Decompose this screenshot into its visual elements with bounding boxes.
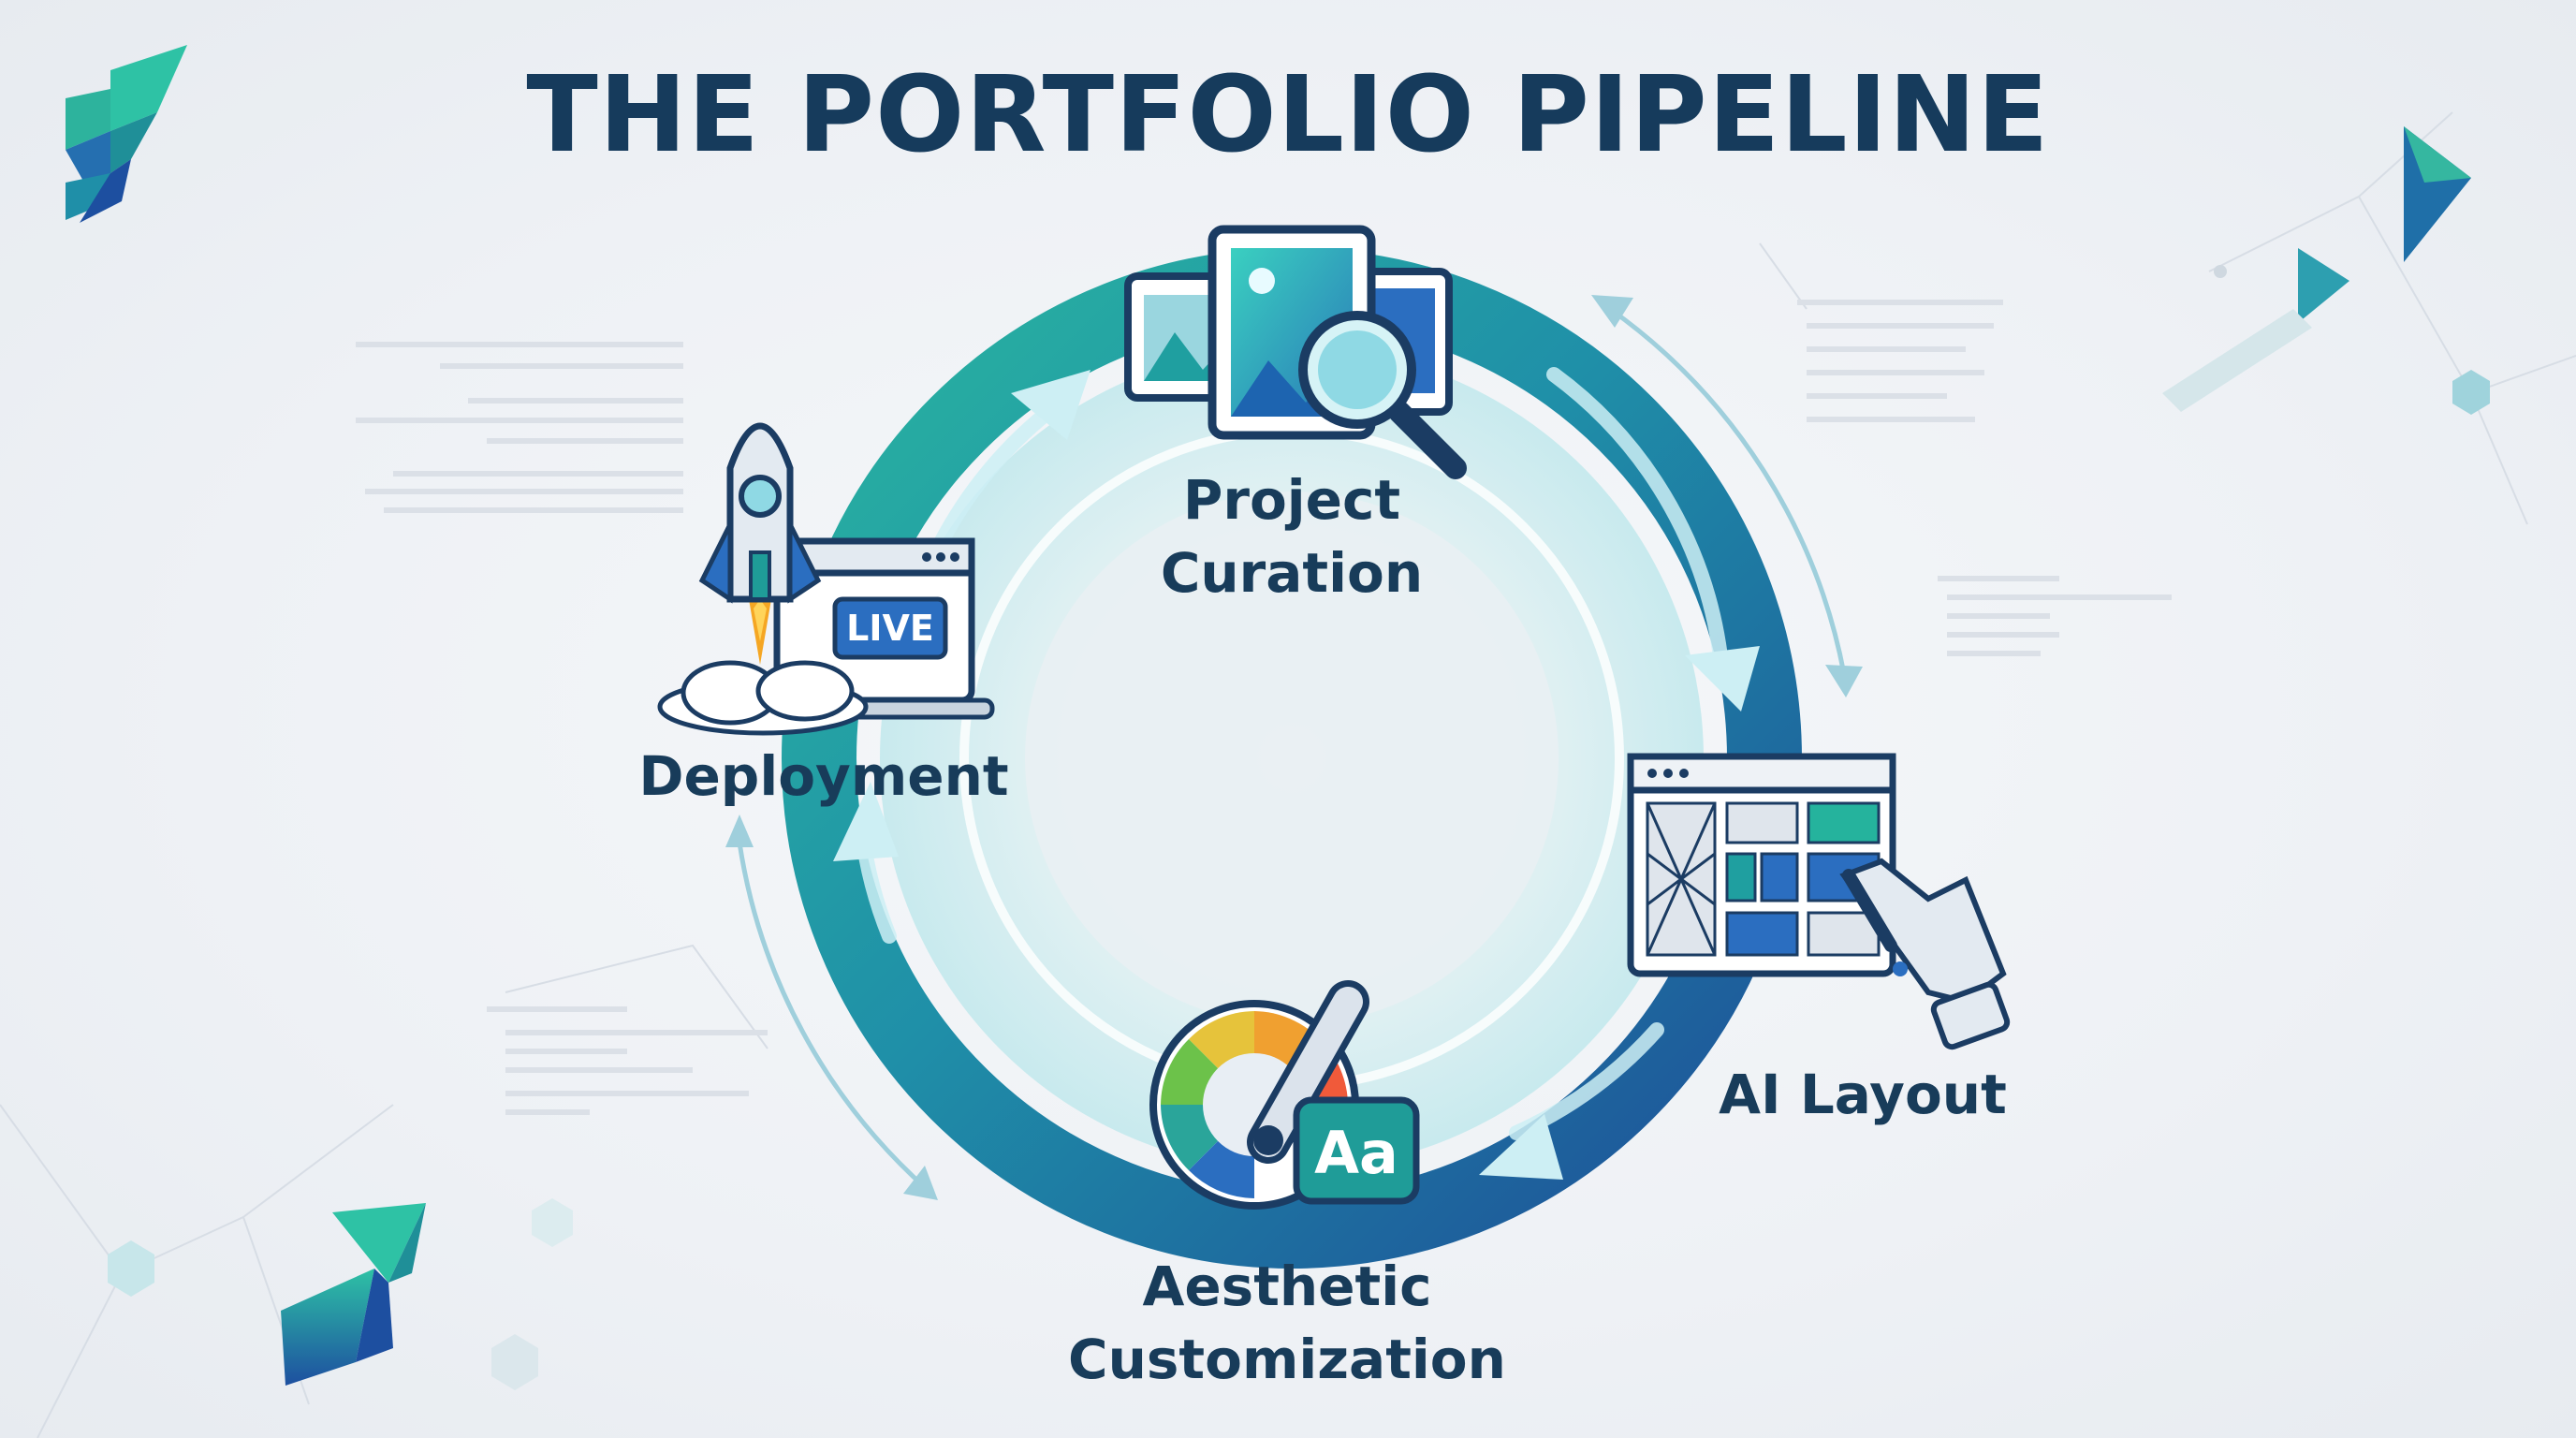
stage-label-deployment: Deployment [627, 740, 1020, 813]
brand-logo [66, 45, 187, 223]
stage-label-line: Project [1182, 468, 1401, 532]
font-sample-badge: Aa [1314, 1119, 1398, 1187]
stage-label-ai-layout: AI Layout [1676, 1058, 2050, 1131]
background-network [0, 111, 2576, 1438]
stage-label-line: Curation [1160, 541, 1424, 605]
stage-label-aesthetic-customization: Aesthetic Customization [1006, 1250, 1568, 1396]
live-badge: LIVE [846, 608, 934, 649]
background-shapes [108, 126, 2490, 1390]
ring-arrowheads [833, 370, 1760, 1180]
outer-arrowheads [725, 295, 1863, 1200]
stage-label-line: Aesthetic [1142, 1255, 1432, 1318]
stage-label-line: AI Layout [1719, 1063, 2007, 1126]
color-wheel-typography-icon: Aa [1149, 980, 1420, 1210]
page-title: THE PORTFOLIO PIPELINE [526, 54, 2050, 176]
rocket-live-browser-icon: LIVE [657, 422, 995, 736]
center-disc [1025, 492, 1559, 1025]
stage-label-line: Deployment [638, 744, 1009, 808]
image-gallery-magnifier-icon [1124, 225, 1467, 479]
stage-label-project-curation: Project Curation [1105, 463, 1479, 609]
brand-logo-secondary [281, 1203, 426, 1386]
background-text-blocks [356, 300, 2172, 1115]
layout-grid-robot-hand-icon [1627, 753, 2011, 1050]
outer-arrows [737, 306, 1847, 1191]
stage-label-line: Customization [1068, 1328, 1506, 1391]
